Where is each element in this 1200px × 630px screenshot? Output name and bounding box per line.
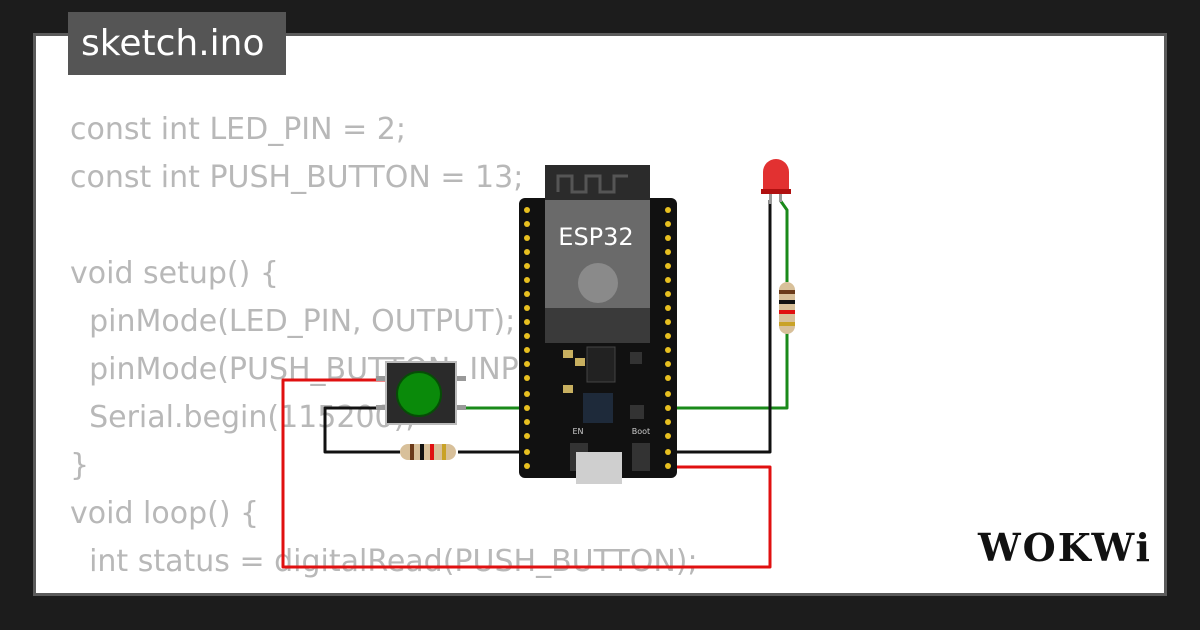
resistor-band — [779, 290, 795, 294]
wokwi-logo: WOKWi — [978, 525, 1152, 570]
smd-part — [563, 350, 573, 358]
led-dome — [763, 159, 789, 192]
wire-black-led[interactable] — [668, 200, 772, 454]
resistor-button[interactable] — [400, 444, 456, 460]
code-line: Serial.begin(115200); — [70, 400, 416, 435]
resistor-band — [442, 444, 446, 460]
espressif-logo-icon — [578, 263, 618, 303]
code-line: int status = digitalRead(PUSH_BUTTON); — [70, 544, 698, 579]
resistor-band — [779, 310, 795, 314]
boot-button[interactable] — [632, 443, 650, 471]
resistor-band — [779, 322, 795, 326]
file-tab[interactable]: sketch.ino — [68, 12, 286, 75]
wire-red[interactable] — [281, 378, 772, 569]
code-line: void loop() { — [70, 496, 260, 531]
resistor-band — [420, 444, 424, 460]
resistor-body — [400, 444, 456, 460]
led-leg — [779, 190, 782, 202]
voltage-regulator — [586, 346, 616, 383]
code-line: } — [70, 448, 90, 483]
antenna-trace — [556, 174, 628, 194]
pushbutton-cap[interactable] — [396, 371, 442, 417]
resistor-led[interactable] — [779, 282, 795, 334]
pushbutton-leg — [454, 376, 466, 381]
wire-green-led[interactable] — [668, 330, 789, 410]
code-line: if(status == HIGH){ — [70, 586, 698, 593]
smd-part — [563, 385, 573, 393]
smd-part — [575, 358, 585, 366]
project-card: const int LED_PIN = 2; const int PUSH_BUT… — [33, 33, 1167, 596]
shield-strip — [545, 308, 650, 343]
code-line: const int LED_PIN = 2; — [70, 112, 406, 147]
resistor-body — [779, 282, 795, 334]
pushbutton-leg — [376, 376, 388, 381]
antenna — [545, 165, 650, 203]
esp32-board[interactable]: ESP32 EN Boot — [519, 165, 677, 484]
code-line: pinMode(LED_PIN, OUTPUT); — [70, 304, 516, 339]
usb-chip — [583, 393, 613, 423]
pin-header-left — [524, 207, 530, 469]
pin-header-right — [665, 207, 671, 469]
code-line: const int PUSH_BUTTON = 13; — [70, 160, 524, 195]
pushbutton[interactable] — [376, 361, 466, 425]
pushbutton-leg — [376, 405, 388, 410]
wire-green-led-leg[interactable] — [778, 199, 789, 282]
resistor-band — [779, 300, 795, 304]
smd-part — [630, 405, 644, 419]
micro-usb-port — [576, 452, 622, 484]
boot-label: Boot — [632, 427, 650, 436]
resistor-band — [410, 444, 414, 460]
led-leg — [769, 190, 772, 204]
board-name: ESP32 — [558, 223, 633, 251]
en-label: EN — [572, 427, 583, 436]
pushbutton-leg — [454, 405, 466, 410]
code-line: void setup() { — [70, 256, 279, 291]
resistor-band — [430, 444, 434, 460]
wires — [281, 199, 789, 569]
led-base — [761, 189, 791, 194]
wire-black-button[interactable] — [323, 406, 400, 454]
smd-part — [630, 352, 642, 364]
led[interactable] — [761, 159, 791, 204]
